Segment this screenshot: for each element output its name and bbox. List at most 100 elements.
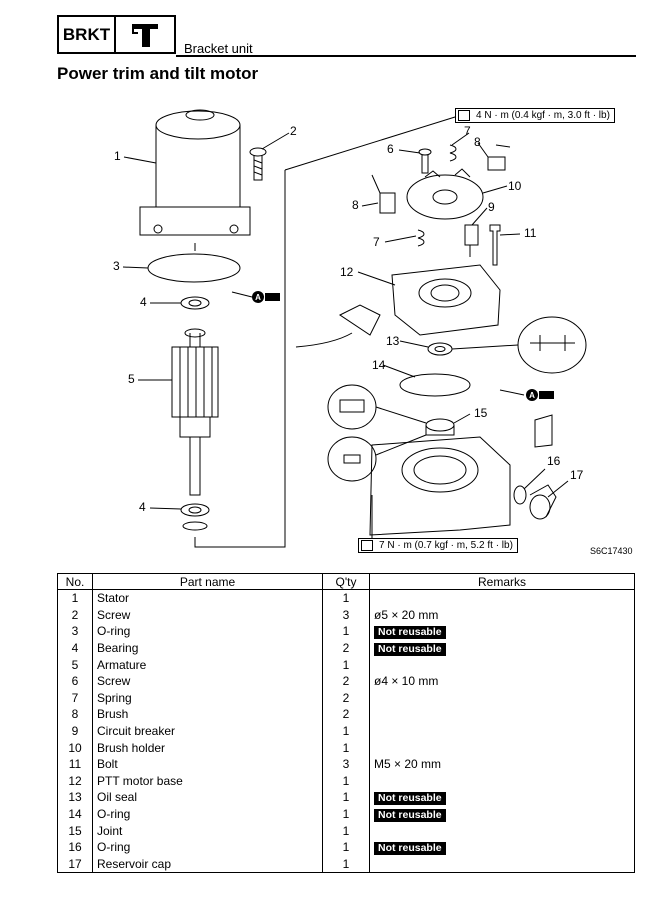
callout-1: 1 bbox=[114, 149, 121, 163]
bracket-housing-drawing bbox=[369, 436, 511, 541]
cell-part-name: PTT motor base bbox=[92, 772, 323, 790]
grease-marks: A A bbox=[231, 291, 554, 401]
cell-qty: 1 bbox=[322, 822, 370, 839]
torque-top-text: 4 N · m (0.4 kgf · m, 3.0 ft · lb) bbox=[476, 110, 610, 121]
callout-3: 3 bbox=[113, 259, 120, 273]
cell-part-name: Spring bbox=[92, 689, 323, 707]
header-rule bbox=[176, 55, 636, 57]
callout-16: 16 bbox=[547, 454, 561, 468]
oil-seal-drawing bbox=[427, 342, 453, 356]
bolt-drawing bbox=[489, 224, 501, 266]
armature-drawing bbox=[171, 328, 219, 496]
cell-qty: 1 bbox=[322, 623, 370, 640]
cell-remarks: ø4 × 10 mm bbox=[369, 672, 635, 690]
callout-8-left: 8 bbox=[352, 198, 359, 212]
not-reusable-badge: Not reusable bbox=[374, 625, 446, 639]
cell-qty: 1 bbox=[322, 789, 370, 806]
brush-left-drawing bbox=[371, 174, 396, 214]
cell-remarks: M5 × 20 mm bbox=[369, 755, 635, 773]
cell-part-name: Screw bbox=[92, 606, 323, 624]
cell-qty: 2 bbox=[322, 706, 370, 723]
callout-6: 6 bbox=[387, 142, 394, 156]
cell-remarks bbox=[369, 822, 635, 839]
cell-part-name: Screw bbox=[92, 672, 323, 690]
o-ring-3-drawing bbox=[147, 253, 241, 283]
cell-qty: 2 bbox=[322, 672, 370, 690]
torque-wrench-icon bbox=[458, 110, 470, 121]
reservoir-cap-drawing bbox=[529, 484, 557, 520]
bearing-4-drawing bbox=[180, 296, 210, 531]
cell-no: 7 bbox=[57, 689, 93, 707]
callout-4-top: 4 bbox=[140, 295, 147, 309]
callout-9: 9 bbox=[488, 200, 495, 214]
cell-no: 6 bbox=[57, 672, 93, 690]
callout-8-top: 8 bbox=[474, 135, 481, 149]
joint-drawing bbox=[327, 384, 455, 482]
cell-qty: 1 bbox=[322, 656, 370, 673]
brush-holder-drawing bbox=[406, 168, 484, 220]
cell-part-name: Circuit breaker bbox=[92, 722, 323, 740]
cell-no: 16 bbox=[57, 838, 93, 856]
o-ring-14-drawing bbox=[399, 373, 471, 397]
cell-remarks bbox=[369, 772, 635, 790]
callout-7-bottom: 7 bbox=[373, 235, 380, 249]
cell-remarks bbox=[369, 855, 635, 874]
cell-qty: 1 bbox=[322, 722, 370, 740]
cell-remarks bbox=[369, 739, 635, 756]
callout-17: 17 bbox=[570, 468, 584, 482]
torque-label-bottom: 7 N · m (0.7 kgf · m, 5.2 ft · lb) bbox=[358, 538, 518, 553]
cell-no: 12 bbox=[57, 772, 93, 790]
cell-part-name: Bearing bbox=[92, 639, 323, 657]
cell-qty: 3 bbox=[322, 755, 370, 773]
callout-10: 10 bbox=[508, 179, 522, 193]
cell-remarks: Not reusable bbox=[369, 789, 635, 806]
cell-qty: 3 bbox=[322, 606, 370, 624]
cell-part-name: Brush holder bbox=[92, 739, 323, 756]
not-reusable-badge: Not reusable bbox=[374, 808, 446, 822]
cell-no: 4 bbox=[57, 639, 93, 657]
cell-no: 3 bbox=[57, 623, 93, 640]
cell-remarks: Not reusable bbox=[369, 623, 635, 640]
cell-remarks: Not reusable bbox=[369, 838, 635, 856]
screw-2-drawing bbox=[249, 147, 267, 181]
callout-12: 12 bbox=[340, 265, 354, 279]
cell-remarks: ø5 × 20 mm bbox=[369, 606, 635, 624]
circuit-breaker-drawing bbox=[464, 224, 479, 257]
page-title: Power trim and tilt motor bbox=[57, 64, 259, 83]
cell-qty: 2 bbox=[322, 689, 370, 707]
torque-bottom-text: 7 N · m (0.7 kgf · m, 5.2 ft · lb) bbox=[379, 540, 513, 551]
section-code: BRKT bbox=[57, 15, 116, 54]
cell-part-name: Reservoir cap bbox=[92, 855, 323, 874]
cell-qty: 1 bbox=[322, 855, 370, 874]
not-reusable-badge: Not reusable bbox=[374, 791, 446, 805]
section-name: Bracket unit bbox=[184, 41, 253, 56]
col-header-qty: Q'ty bbox=[322, 573, 370, 590]
exploded-diagram: A A 1 2 3 4 5 4 6 7 8 10 8 7 9 11 12 13 … bbox=[0, 85, 668, 565]
stator-drawing bbox=[139, 109, 251, 236]
cell-part-name: Stator bbox=[92, 589, 323, 607]
not-reusable-badge: Not reusable bbox=[374, 642, 446, 656]
bracket-unit-icon bbox=[116, 15, 176, 54]
cell-remarks: Not reusable bbox=[369, 639, 635, 657]
figure-code: S6C17430 bbox=[590, 546, 633, 556]
cell-no: 2 bbox=[57, 606, 93, 624]
cell-remarks bbox=[369, 722, 635, 740]
cell-no: 9 bbox=[57, 722, 93, 740]
col-header-remarks: Remarks bbox=[369, 573, 635, 590]
torque-wrench-icon bbox=[361, 540, 373, 551]
cell-qty: 1 bbox=[322, 805, 370, 823]
svg-text:A: A bbox=[255, 293, 261, 302]
cell-part-name: O-ring bbox=[92, 623, 323, 640]
cell-no: 15 bbox=[57, 822, 93, 839]
